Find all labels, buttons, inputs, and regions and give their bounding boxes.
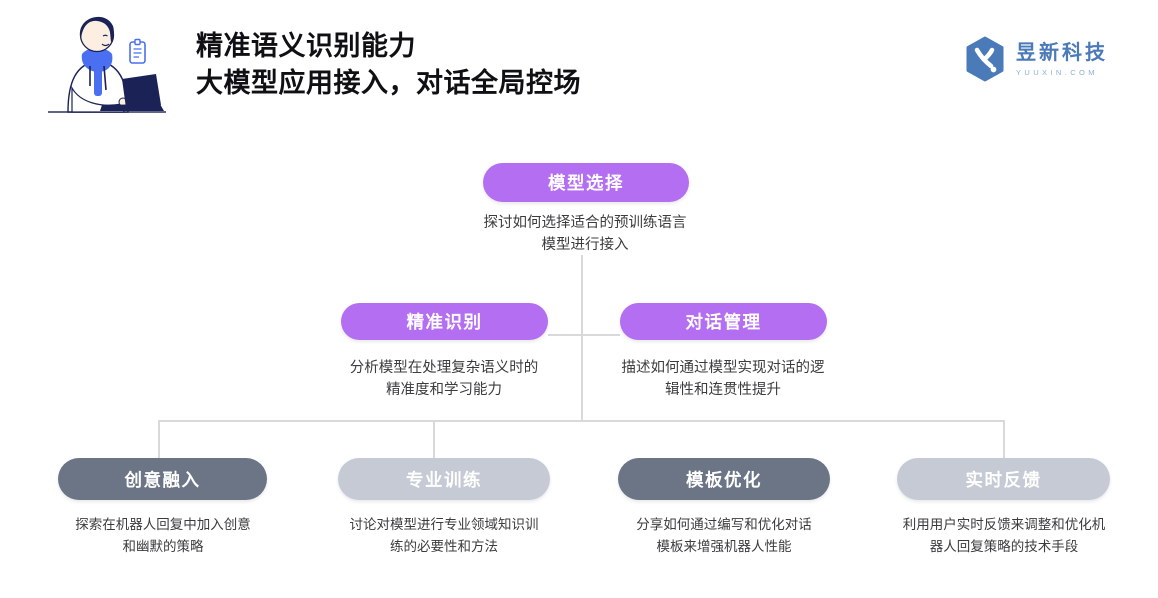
node-template-optimization-description: 分享如何通过编写和优化对话 模板来增强机器人性能 (636, 517, 812, 554)
logo-domain: YUUXIN.COM (1016, 68, 1098, 77)
node-dialog-management: 对话管理 (620, 303, 827, 340)
node-dialog-management-description: 描述如何通过模型实现对话的逻 辑性和连贯性提升 (621, 360, 825, 398)
node-realtime-feedback: 实时反馈 (897, 458, 1110, 500)
connector-drop-training (433, 420, 435, 458)
connector-level2-horizontal (548, 334, 620, 336)
node-professional-training: 专业训练 (338, 458, 550, 500)
logo-hexagon-icon (966, 36, 1004, 82)
node-model-selection: 模型选择 (483, 163, 689, 202)
node-creative-integration-description: 探索在机器人回复中加入创意 和幽默的策略 (75, 517, 251, 554)
connector-root-vertical (581, 255, 583, 421)
node-label: 专业训练 (406, 469, 482, 490)
logo-name: 昱新科技 (1016, 42, 1108, 64)
node-creative-integration: 创意融入 (58, 458, 267, 500)
node-realtime-feedback-description: 利用用户实时反馈来调整和优化机 器人回复策略的技术手段 (902, 517, 1106, 554)
node-label: 精准识别 (406, 312, 483, 332)
node-accurate-recognition: 精准识别 (341, 303, 548, 340)
node-label: 实时反馈 (965, 469, 1042, 490)
connector-drop-creative (158, 420, 160, 458)
title-line-2: 大模型应用接入，对话全局控场 (196, 68, 581, 98)
page-title: 精准语义识别能力 大模型应用接入，对话全局控场 (196, 28, 581, 102)
person-illustration (48, 16, 166, 113)
node-label: 对话管理 (685, 312, 762, 332)
node-professional-training-description: 讨论对模型进行专业领域知识训 练的必要性和方法 (349, 517, 539, 554)
node-label: 模板优化 (686, 469, 762, 490)
node-label: 创意融入 (124, 469, 201, 490)
connector-drop-feedback (1003, 420, 1005, 458)
clipboard-icon (129, 38, 146, 64)
node-model-selection-description: 探讨如何选择适合的预训练语言 模型进行接入 (483, 215, 687, 253)
connector-level3-horizontal (158, 420, 1005, 422)
node-template-optimization: 模板优化 (618, 458, 830, 500)
company-logo: 昱新科技 YUUXIN.COM (964, 36, 1108, 82)
node-label: 模型选择 (548, 173, 624, 193)
node-accurate-recognition-description: 分析模型在处理复杂语义时的 精准度和学习能力 (349, 360, 539, 398)
title-line-1: 精准语义识别能力 (196, 31, 416, 61)
